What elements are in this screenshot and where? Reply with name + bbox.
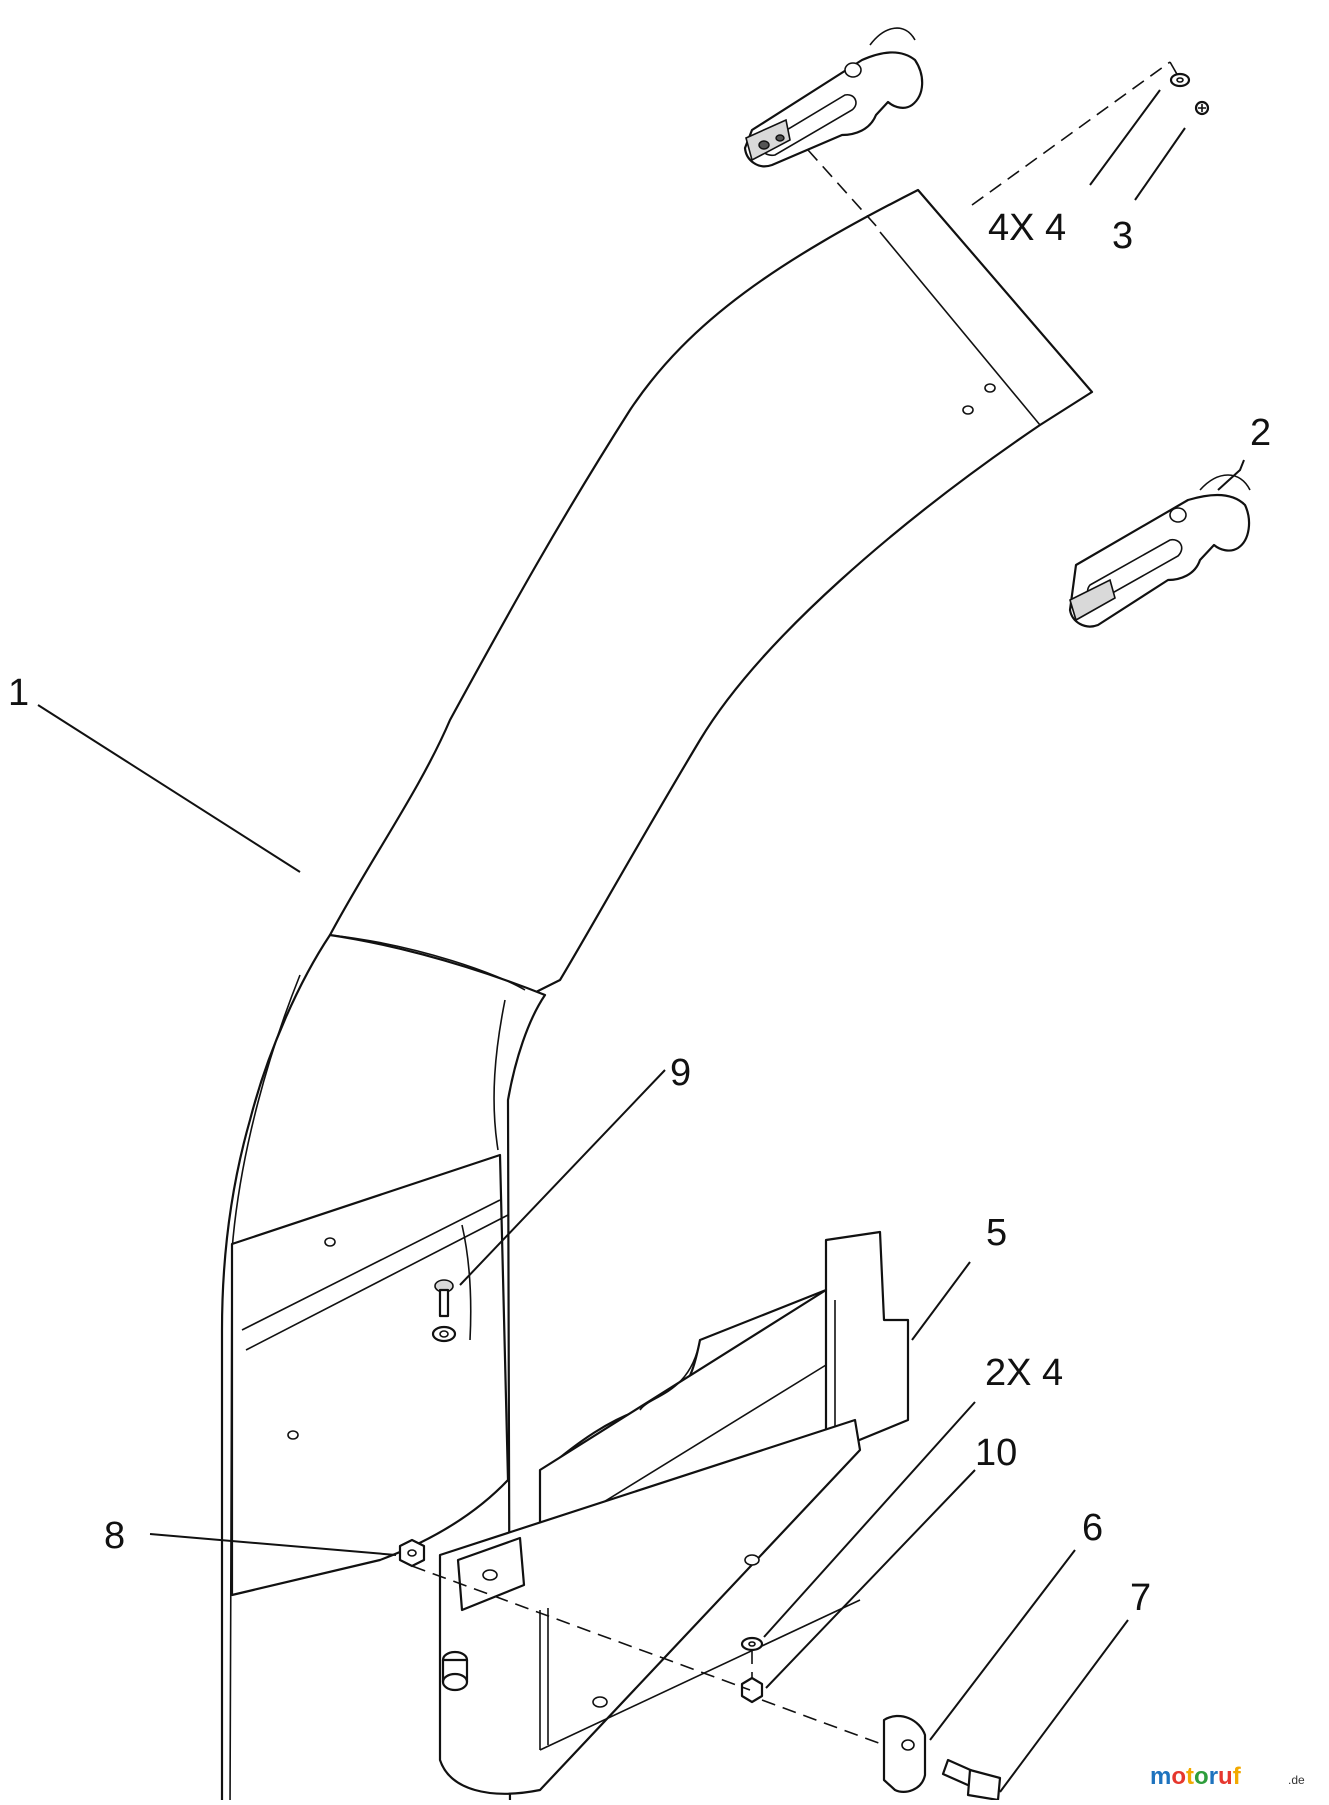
callout-labels: 1 2 3 4X 4 9 5 2X 4 8 10 6 7: [8, 207, 1271, 1619]
callout-1: 1: [8, 672, 29, 714]
latch-part-2: [1068, 474, 1251, 628]
callout-3: 3: [1112, 215, 1133, 257]
callout-2: 2: [1250, 412, 1271, 454]
nut-part-8: [398, 1538, 426, 1568]
leader-lines: [37, 89, 1245, 1793]
bolt-part-7: [941, 1758, 1002, 1802]
bolt-part-9: [431, 1279, 457, 1343]
callout-6: 6: [1082, 1507, 1103, 1549]
callout-9: 9: [670, 1052, 691, 1094]
watermark-brand: motoruf: [1150, 1763, 1242, 1790]
callout-7: 7: [1130, 1577, 1151, 1619]
mounting-bracket: [438, 1418, 862, 1795]
washer-nut-part-10: [740, 1636, 764, 1704]
latch-part-4: [743, 27, 924, 168]
assembly-lines: [411, 61, 1179, 1746]
watermark-logo: motoruf .de: [1150, 1763, 1305, 1790]
callout-2x4: 2X 4: [985, 1352, 1063, 1394]
link-part-6: [882, 1714, 927, 1793]
callout-10: 10: [975, 1432, 1017, 1474]
callout-4x4: 4X 4: [988, 207, 1066, 249]
screw-washer-part-3: [1169, 72, 1210, 116]
watermark-suffix: .de: [1288, 1773, 1305, 1787]
callout-5: 5: [986, 1212, 1007, 1254]
callout-8: 8: [104, 1515, 125, 1557]
